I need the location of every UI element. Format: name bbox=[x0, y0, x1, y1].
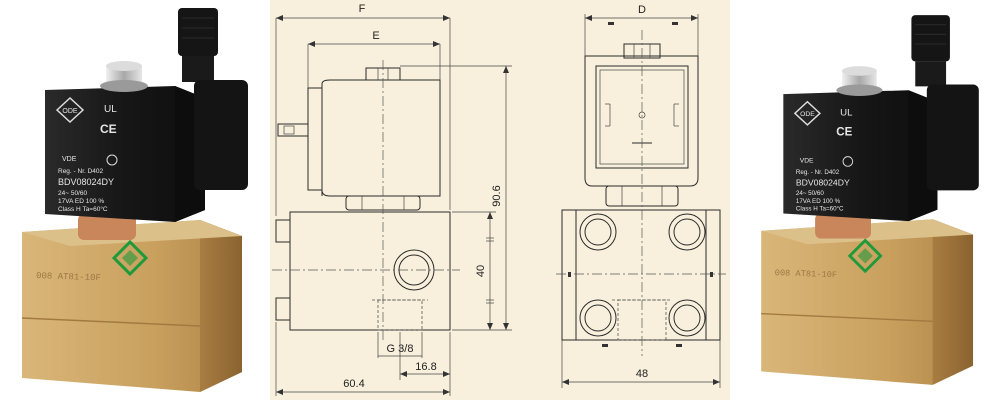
dim-height-label: 90.6 bbox=[491, 185, 503, 206]
dim-overall-length-label: 60.4 bbox=[343, 378, 364, 390]
model-label: BDV08024DY bbox=[58, 177, 114, 187]
ul-mark: UL bbox=[104, 104, 117, 115]
power-label-right: 17VA ED 100 % bbox=[796, 198, 841, 205]
dim-body-height-label: 40 bbox=[475, 265, 487, 277]
vde-mark: VDE bbox=[62, 156, 77, 163]
svg-text:ODE: ODE bbox=[800, 111, 815, 118]
technical-drawing: F E 90.6 40 bbox=[270, 0, 730, 400]
class-label: Class H Ta=60°C bbox=[58, 205, 108, 213]
reg-label-right: Reg. - Nr. D402 bbox=[796, 169, 840, 176]
dim-width: 48 bbox=[561, 340, 721, 388]
dim-F-label: F bbox=[359, 3, 366, 15]
ce-mark: CE bbox=[100, 122, 117, 136]
class-label-right: Class H Ta=60°C bbox=[796, 206, 844, 213]
power-label: 17VA ED 100 % bbox=[58, 198, 104, 205]
reg-label: Reg. - Nr. D402 bbox=[58, 168, 104, 175]
front-view bbox=[556, 22, 726, 356]
voltage-label: 24~ 50/60 bbox=[58, 190, 87, 197]
valve-photo-right: 008 AT81-10F ODE UL CE VDE Reg. - Nr. D4… bbox=[761, 15, 979, 385]
cable-gland bbox=[178, 8, 218, 56]
valve-photo-left: 008 AT81-10F ODE UL CE VDE Reg. - Nr. D4… bbox=[21, 8, 248, 392]
dim-F: F bbox=[275, 3, 451, 216]
vde-mark-right: VDE bbox=[800, 157, 814, 164]
coil-markings: ODE UL CE VDE Reg. - Nr. D402 BDV08024DY… bbox=[55, 96, 118, 213]
ce-mark-right: CE bbox=[836, 126, 852, 138]
brass-body bbox=[22, 220, 242, 392]
dim-port-offset: 16.8 bbox=[399, 332, 451, 380]
brass-body-side bbox=[200, 220, 242, 392]
model-label-right: BDV08024DY bbox=[796, 178, 850, 188]
armature-tube bbox=[78, 214, 136, 240]
dim-D: D bbox=[584, 4, 699, 56]
green-logo bbox=[111, 239, 149, 277]
dim-width-label: 48 bbox=[636, 368, 648, 380]
coil-housing bbox=[45, 86, 205, 222]
body-mark-right: 008 AT81-10F bbox=[775, 268, 838, 280]
plug-connector bbox=[194, 80, 248, 190]
green-logo-right bbox=[847, 238, 883, 274]
dim-body-height: 40 bbox=[452, 211, 496, 330]
ul-mark-right: UL bbox=[840, 107, 853, 118]
dim-port-offset-label: 16.8 bbox=[415, 361, 436, 373]
dim-E: E bbox=[307, 30, 441, 88]
drawing-background bbox=[270, 0, 730, 400]
svg-text:ODE: ODE bbox=[62, 108, 78, 115]
voltage-label-right: 24~ 50/60 bbox=[796, 190, 825, 197]
side-view bbox=[272, 60, 460, 340]
dim-overall-length: 60.4 bbox=[275, 322, 451, 396]
dim-height: 90.6 bbox=[400, 65, 512, 331]
body-mark: 008 AT81-10F bbox=[36, 271, 101, 283]
dim-E-label: E bbox=[372, 30, 379, 42]
dim-D-label: D bbox=[638, 4, 646, 16]
coil-markings-right: ODE UL CE VDE Reg. - Nr. D402 BDV08024DY… bbox=[793, 100, 854, 213]
